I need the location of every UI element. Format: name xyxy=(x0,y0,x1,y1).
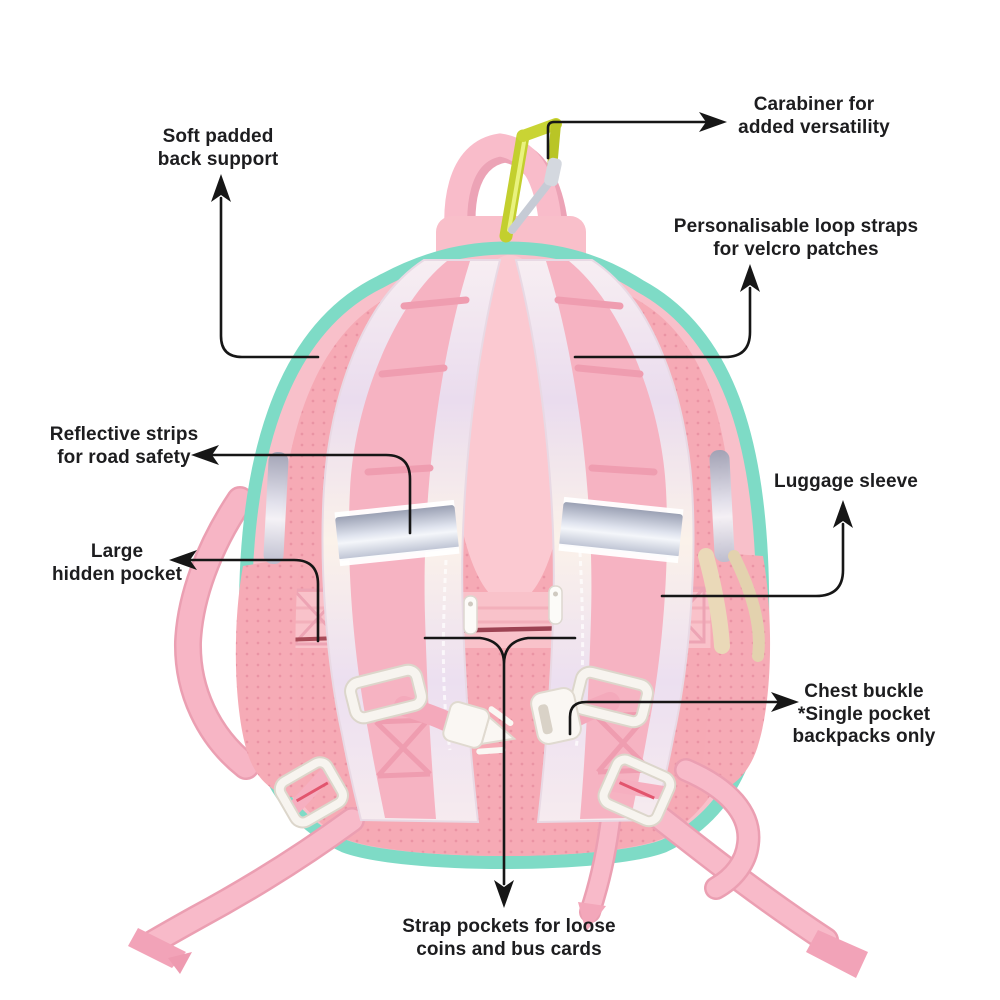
beige-strap-detail xyxy=(698,548,765,662)
side-reflective-strip-left xyxy=(263,452,289,564)
strap-x-stitch-left xyxy=(374,717,432,779)
arrow-reflective xyxy=(208,453,412,535)
left-side-hanging-strap xyxy=(173,486,260,780)
strap-pocket-zip-right xyxy=(548,551,585,749)
label-hidden-pocket: Large hidden pocket xyxy=(51,541,183,585)
arrow-luggage-sleeve xyxy=(660,522,845,598)
chest-buckle-hardware xyxy=(344,663,654,755)
arrow-chest-buckle xyxy=(568,700,782,736)
label-luggage-sleeve: Luggage sleeve xyxy=(774,471,918,492)
arrow-carabiner xyxy=(546,120,710,160)
loop-strap-stitches-left xyxy=(364,296,470,476)
reflective-strip-right xyxy=(558,496,684,564)
annotation-arrowheads xyxy=(169,112,853,908)
buckle-female xyxy=(530,687,582,745)
loop-strap-stitches-right xyxy=(554,296,658,476)
label-loop-straps: Personalisable loop straps for velcro pa… xyxy=(673,216,919,260)
label-chest-buckle: Chest buckle *Single pocket backpacks on… xyxy=(792,681,936,747)
label-strap-pockets: Strap pockets for loose coins and bus ca… xyxy=(402,916,616,960)
arrow-soft-padded xyxy=(219,196,320,359)
label-carabiner: Carabiner for added versatility xyxy=(738,94,890,138)
buckle-male xyxy=(442,701,517,755)
side-reflective-strip-right xyxy=(709,450,735,562)
arrow-hidden-pocket xyxy=(186,558,320,643)
label-soft-padded-back-support: Soft padded back support xyxy=(157,126,279,170)
label-reflective-strips: Reflective strips for road safety xyxy=(49,424,199,468)
carabiner-graphic xyxy=(499,118,562,243)
lower-strap-sliders xyxy=(273,753,677,829)
arrow-loop-straps xyxy=(573,286,752,359)
arrow-strap-pockets xyxy=(423,636,577,886)
annotation-arrows xyxy=(186,120,845,886)
reflective-strip-left xyxy=(334,499,460,567)
